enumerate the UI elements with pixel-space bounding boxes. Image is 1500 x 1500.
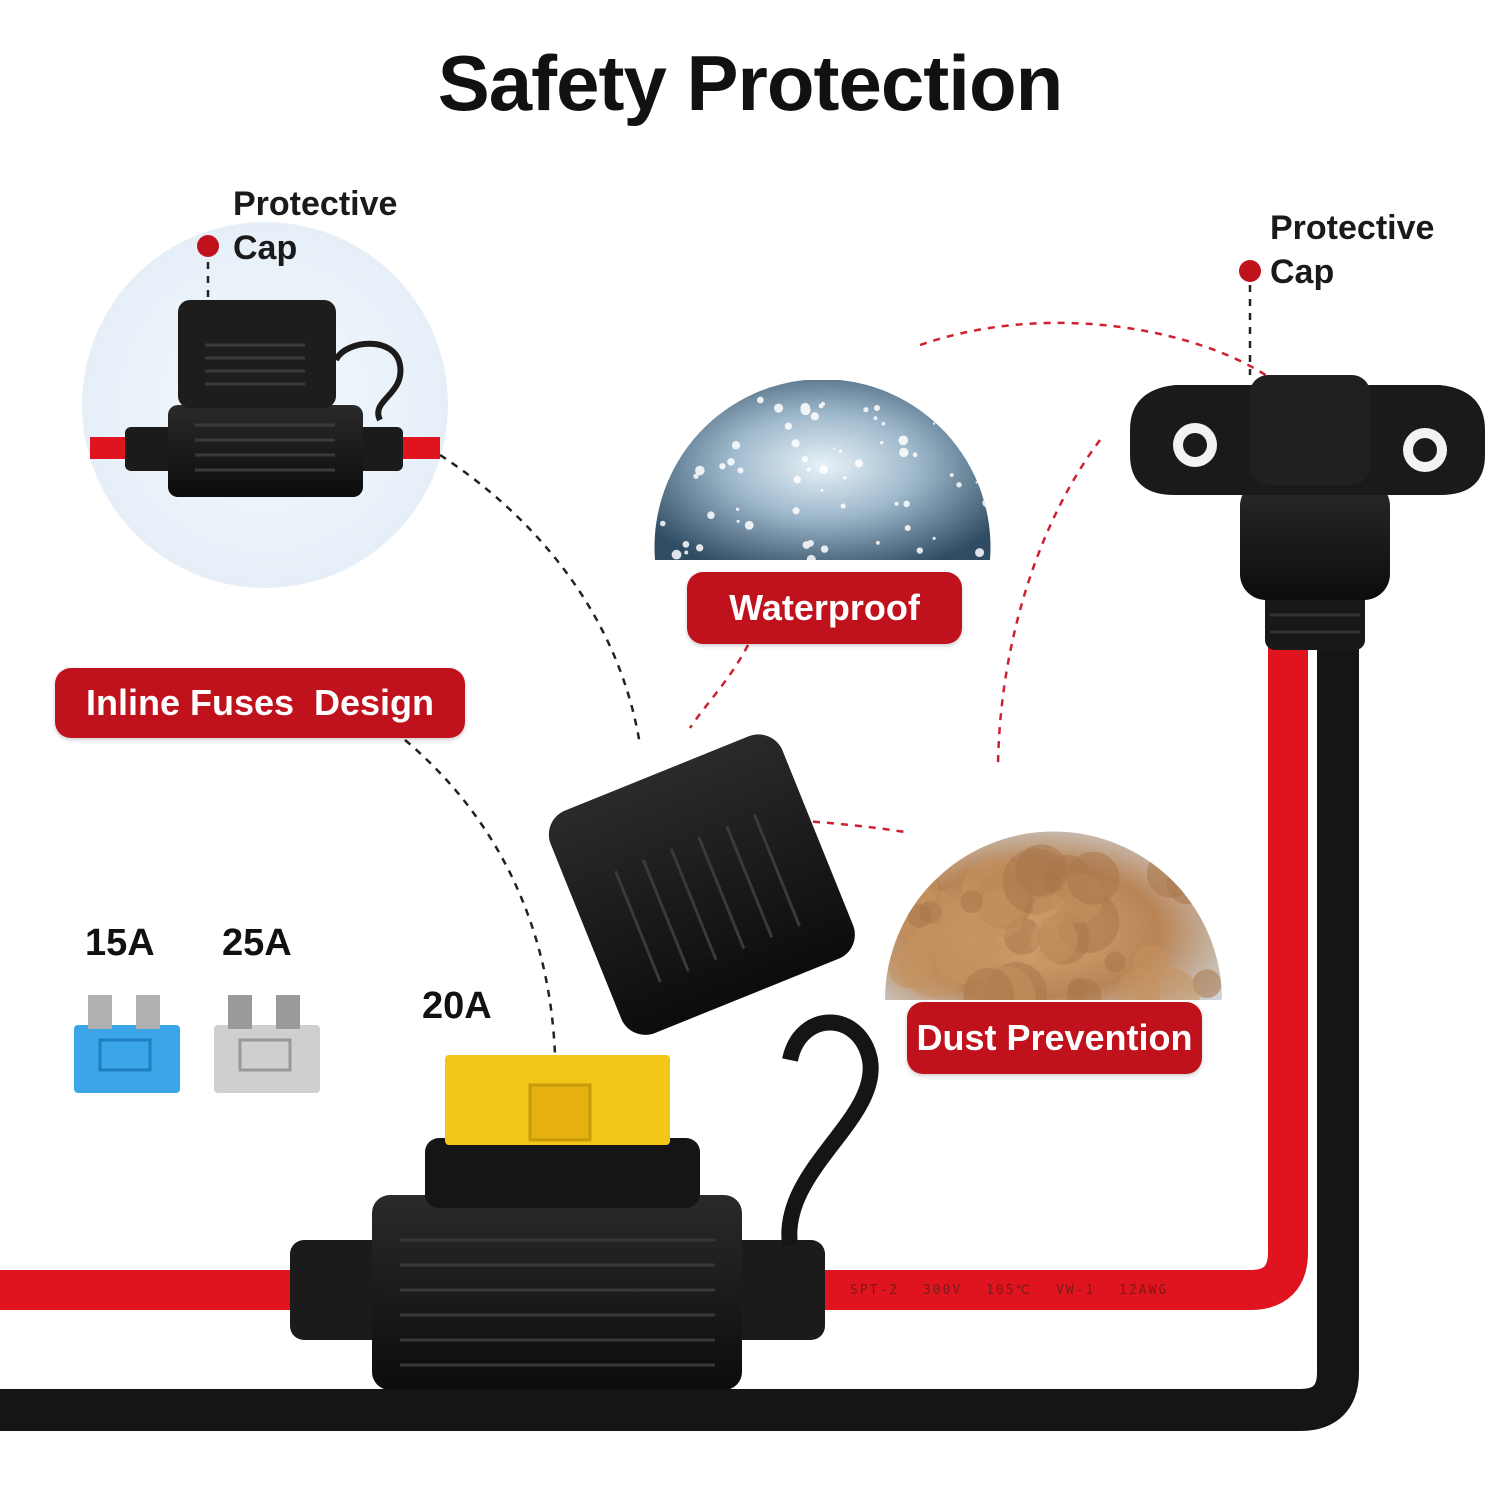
water-droplet bbox=[932, 422, 936, 425]
water-droplet bbox=[840, 503, 846, 509]
water-droplet bbox=[704, 421, 707, 424]
water-droplet bbox=[873, 405, 880, 412]
water-droplet bbox=[873, 416, 878, 421]
water-droplet bbox=[819, 465, 828, 474]
wire-print-text: SPT-2 300V 105℃ VW-1 12AWG bbox=[850, 1283, 1169, 1298]
dust-image bbox=[885, 831, 1222, 1000]
water-droplet bbox=[912, 452, 918, 458]
water-droplet bbox=[693, 473, 699, 479]
dust-puff bbox=[1146, 849, 1195, 898]
water-droplet bbox=[820, 488, 824, 492]
water-droplet bbox=[806, 554, 816, 560]
waterproof-badge: Waterproof bbox=[687, 572, 962, 644]
water-droplet bbox=[956, 482, 962, 488]
water-droplet bbox=[731, 441, 741, 450]
water-droplet bbox=[982, 498, 991, 508]
water-droplet bbox=[801, 455, 809, 463]
fuse-15a-label: 15A bbox=[85, 922, 155, 964]
water-droplet bbox=[833, 447, 836, 450]
water-droplet bbox=[838, 449, 843, 453]
water-droplet bbox=[932, 536, 936, 540]
water-droplet bbox=[843, 476, 847, 480]
water-droplet bbox=[863, 407, 869, 413]
water-droplet bbox=[695, 465, 705, 476]
dust-puff bbox=[1066, 851, 1120, 905]
water-droplet bbox=[954, 438, 957, 442]
water-droplet bbox=[659, 520, 666, 527]
water-droplet bbox=[899, 447, 909, 458]
water-droplet bbox=[682, 541, 690, 548]
dust-puff bbox=[1030, 915, 1078, 963]
water-droplet bbox=[719, 463, 726, 470]
waterproof-image bbox=[654, 380, 991, 560]
water-droplet bbox=[802, 541, 811, 549]
main-wires bbox=[0, 640, 1359, 1431]
water-droplet bbox=[791, 439, 800, 448]
water-droplet bbox=[949, 473, 954, 477]
left-cap-marker-dot bbox=[197, 235, 219, 257]
water-droplet bbox=[875, 540, 880, 545]
left-cap-label: Protective Cap bbox=[233, 185, 398, 267]
water-droplet bbox=[671, 549, 682, 560]
fuse-25a-icon bbox=[214, 995, 320, 1093]
water-droplet bbox=[975, 548, 985, 558]
water-droplet bbox=[810, 412, 819, 421]
water-droplet bbox=[854, 459, 864, 468]
water-droplet bbox=[774, 403, 784, 413]
water-droplet bbox=[975, 481, 978, 484]
water-droplet bbox=[793, 475, 801, 484]
dust-puff bbox=[1192, 969, 1222, 999]
right-cap-marker-dot bbox=[1239, 260, 1261, 282]
water-droplet bbox=[658, 452, 666, 460]
water-droplet bbox=[792, 507, 800, 515]
small-fuse-holder bbox=[90, 300, 440, 497]
dust-prevention-badge: Dust Prevention bbox=[907, 1002, 1202, 1074]
fuse-20a-label: 20A bbox=[422, 985, 492, 1027]
dust-puff bbox=[960, 890, 984, 914]
dust-puff bbox=[1015, 844, 1068, 897]
water-droplet bbox=[684, 550, 689, 555]
water-droplet bbox=[880, 441, 884, 445]
water-droplet bbox=[736, 519, 740, 523]
water-droplet bbox=[820, 545, 829, 553]
water-droplet bbox=[683, 395, 691, 402]
open-fuse-cap bbox=[548, 734, 855, 1035]
main-fuse-holder bbox=[290, 1014, 879, 1390]
water-droplet bbox=[881, 421, 886, 426]
water-droplet bbox=[784, 422, 792, 430]
inline-fuses-badge: Inline Fuses Design bbox=[55, 668, 465, 738]
water-droplet bbox=[737, 467, 744, 474]
water-droplet bbox=[696, 544, 704, 552]
water-droplet bbox=[903, 500, 910, 508]
water-droplet bbox=[818, 403, 824, 409]
water-droplet bbox=[894, 501, 899, 506]
fuse-15a-icon bbox=[74, 995, 180, 1093]
water-droplet bbox=[727, 458, 735, 466]
dust-puff bbox=[963, 967, 1015, 1000]
water-droplet bbox=[707, 511, 715, 519]
water-droplet bbox=[756, 396, 764, 404]
dust-puff bbox=[1104, 951, 1126, 973]
dust-puff bbox=[1135, 967, 1200, 1000]
fuse-25a-label: 25A bbox=[222, 922, 292, 964]
dust-puff bbox=[1067, 978, 1089, 1000]
water-droplet bbox=[735, 507, 740, 511]
water-droplet bbox=[916, 547, 923, 554]
water-droplet bbox=[685, 404, 690, 409]
water-droplet bbox=[904, 525, 911, 532]
water-droplet bbox=[972, 447, 978, 453]
page-title: Safety Protection bbox=[437, 39, 1063, 127]
water-droplet bbox=[800, 402, 811, 413]
water-droplet bbox=[806, 467, 811, 472]
water-droplet bbox=[674, 454, 680, 461]
right-cap-label: Protective Cap bbox=[1270, 209, 1435, 291]
water-droplet bbox=[985, 505, 989, 509]
water-droplet bbox=[983, 468, 988, 473]
water-droplet bbox=[744, 520, 754, 530]
water-droplet bbox=[665, 447, 671, 453]
water-droplet bbox=[898, 435, 909, 446]
panel-mount-connector bbox=[1130, 375, 1485, 650]
dust-puff bbox=[907, 903, 932, 928]
